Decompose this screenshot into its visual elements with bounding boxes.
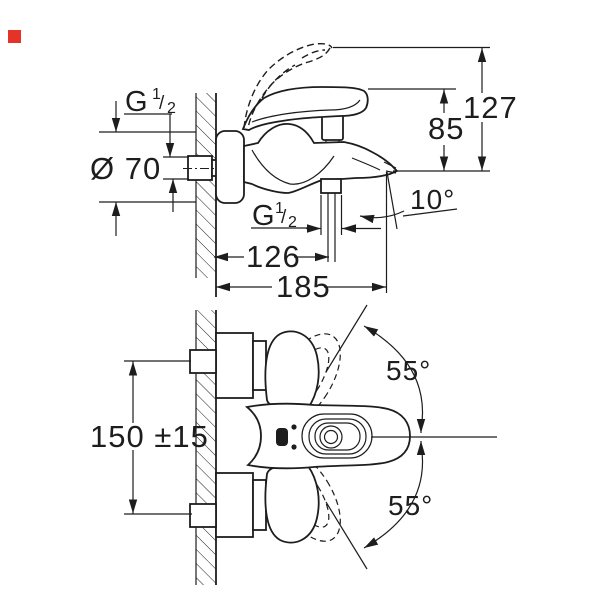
- dim-depth-overall-label: 185: [276, 269, 331, 304]
- dim-lever-swing: 55° 55°: [325, 304, 497, 570]
- dim-thread-bottom-slash: /: [281, 207, 287, 228]
- dot-marking-bottom: [291, 444, 297, 450]
- dim-thread-top-denominator: 2: [167, 100, 176, 117]
- front-view: 150 ±15 55° 55°: [90, 304, 497, 585]
- dim-thread-bottom-denominator: 2: [288, 214, 297, 231]
- brand-badge: [8, 30, 21, 43]
- dim-lever-swing-upper-label: 55°: [386, 355, 431, 386]
- dim-depth-to-outlet-label: 126: [246, 239, 301, 274]
- dim-thread-top-numerator: 1: [152, 86, 161, 103]
- dim-hole-spacing-label: 150 ±15: [90, 419, 209, 454]
- aerator-line: [383, 161, 397, 169]
- lever-side-raised-dashed: [243, 42, 333, 129]
- top-union: [189, 332, 267, 399]
- lever-front-solid: [244, 402, 411, 470]
- side-view: G 1 / 2 Ø 70: [90, 42, 518, 304]
- temperature-marking: [276, 428, 288, 446]
- shower-outlet-fitting: [320, 178, 342, 262]
- dim-thread-top-slash: /: [159, 93, 165, 114]
- dim-hole-spacing: 150 ±15: [90, 360, 209, 515]
- dim-lever-swing-lower-label: 55°: [388, 490, 433, 521]
- dim-flange-diameter: Ø 70: [90, 101, 196, 236]
- bottom-union: [189, 472, 267, 538]
- dim-height-to-spout-label: 85: [428, 111, 464, 146]
- dim-spout-angle-label: 10°: [410, 184, 455, 215]
- dim-spout-angle: 10°: [359, 171, 458, 293]
- dim-height-overall-label: 127: [463, 90, 518, 125]
- side-view-wall-hatch: [195, 93, 217, 297]
- escutcheon-flange: [215, 130, 245, 204]
- dot-marking-top: [291, 424, 297, 430]
- dim-thread-top-letter: G: [125, 86, 148, 118]
- dim-flange-diameter-label: Ø 70: [90, 151, 161, 186]
- dim-thread-bottom-letter: G: [252, 200, 275, 232]
- diverter-knob: [321, 113, 344, 143]
- dim-thread-top: G 1 / 2: [124, 86, 189, 212]
- dim-height-overall: 127: [333, 46, 518, 171]
- lever-side-solid: [241, 86, 369, 131]
- body-lobes-front: [264, 330, 320, 544]
- dim-depth-overall: 185: [216, 269, 386, 304]
- faucet-body: [243, 123, 399, 194]
- dim-height-to-spout: 85: [368, 88, 464, 171]
- dim-thread-bottom-numerator: 1: [275, 200, 284, 217]
- dim-depth-to-outlet: 126: [214, 239, 329, 274]
- dim-thread-bottom: G 1 / 2: [251, 195, 381, 235]
